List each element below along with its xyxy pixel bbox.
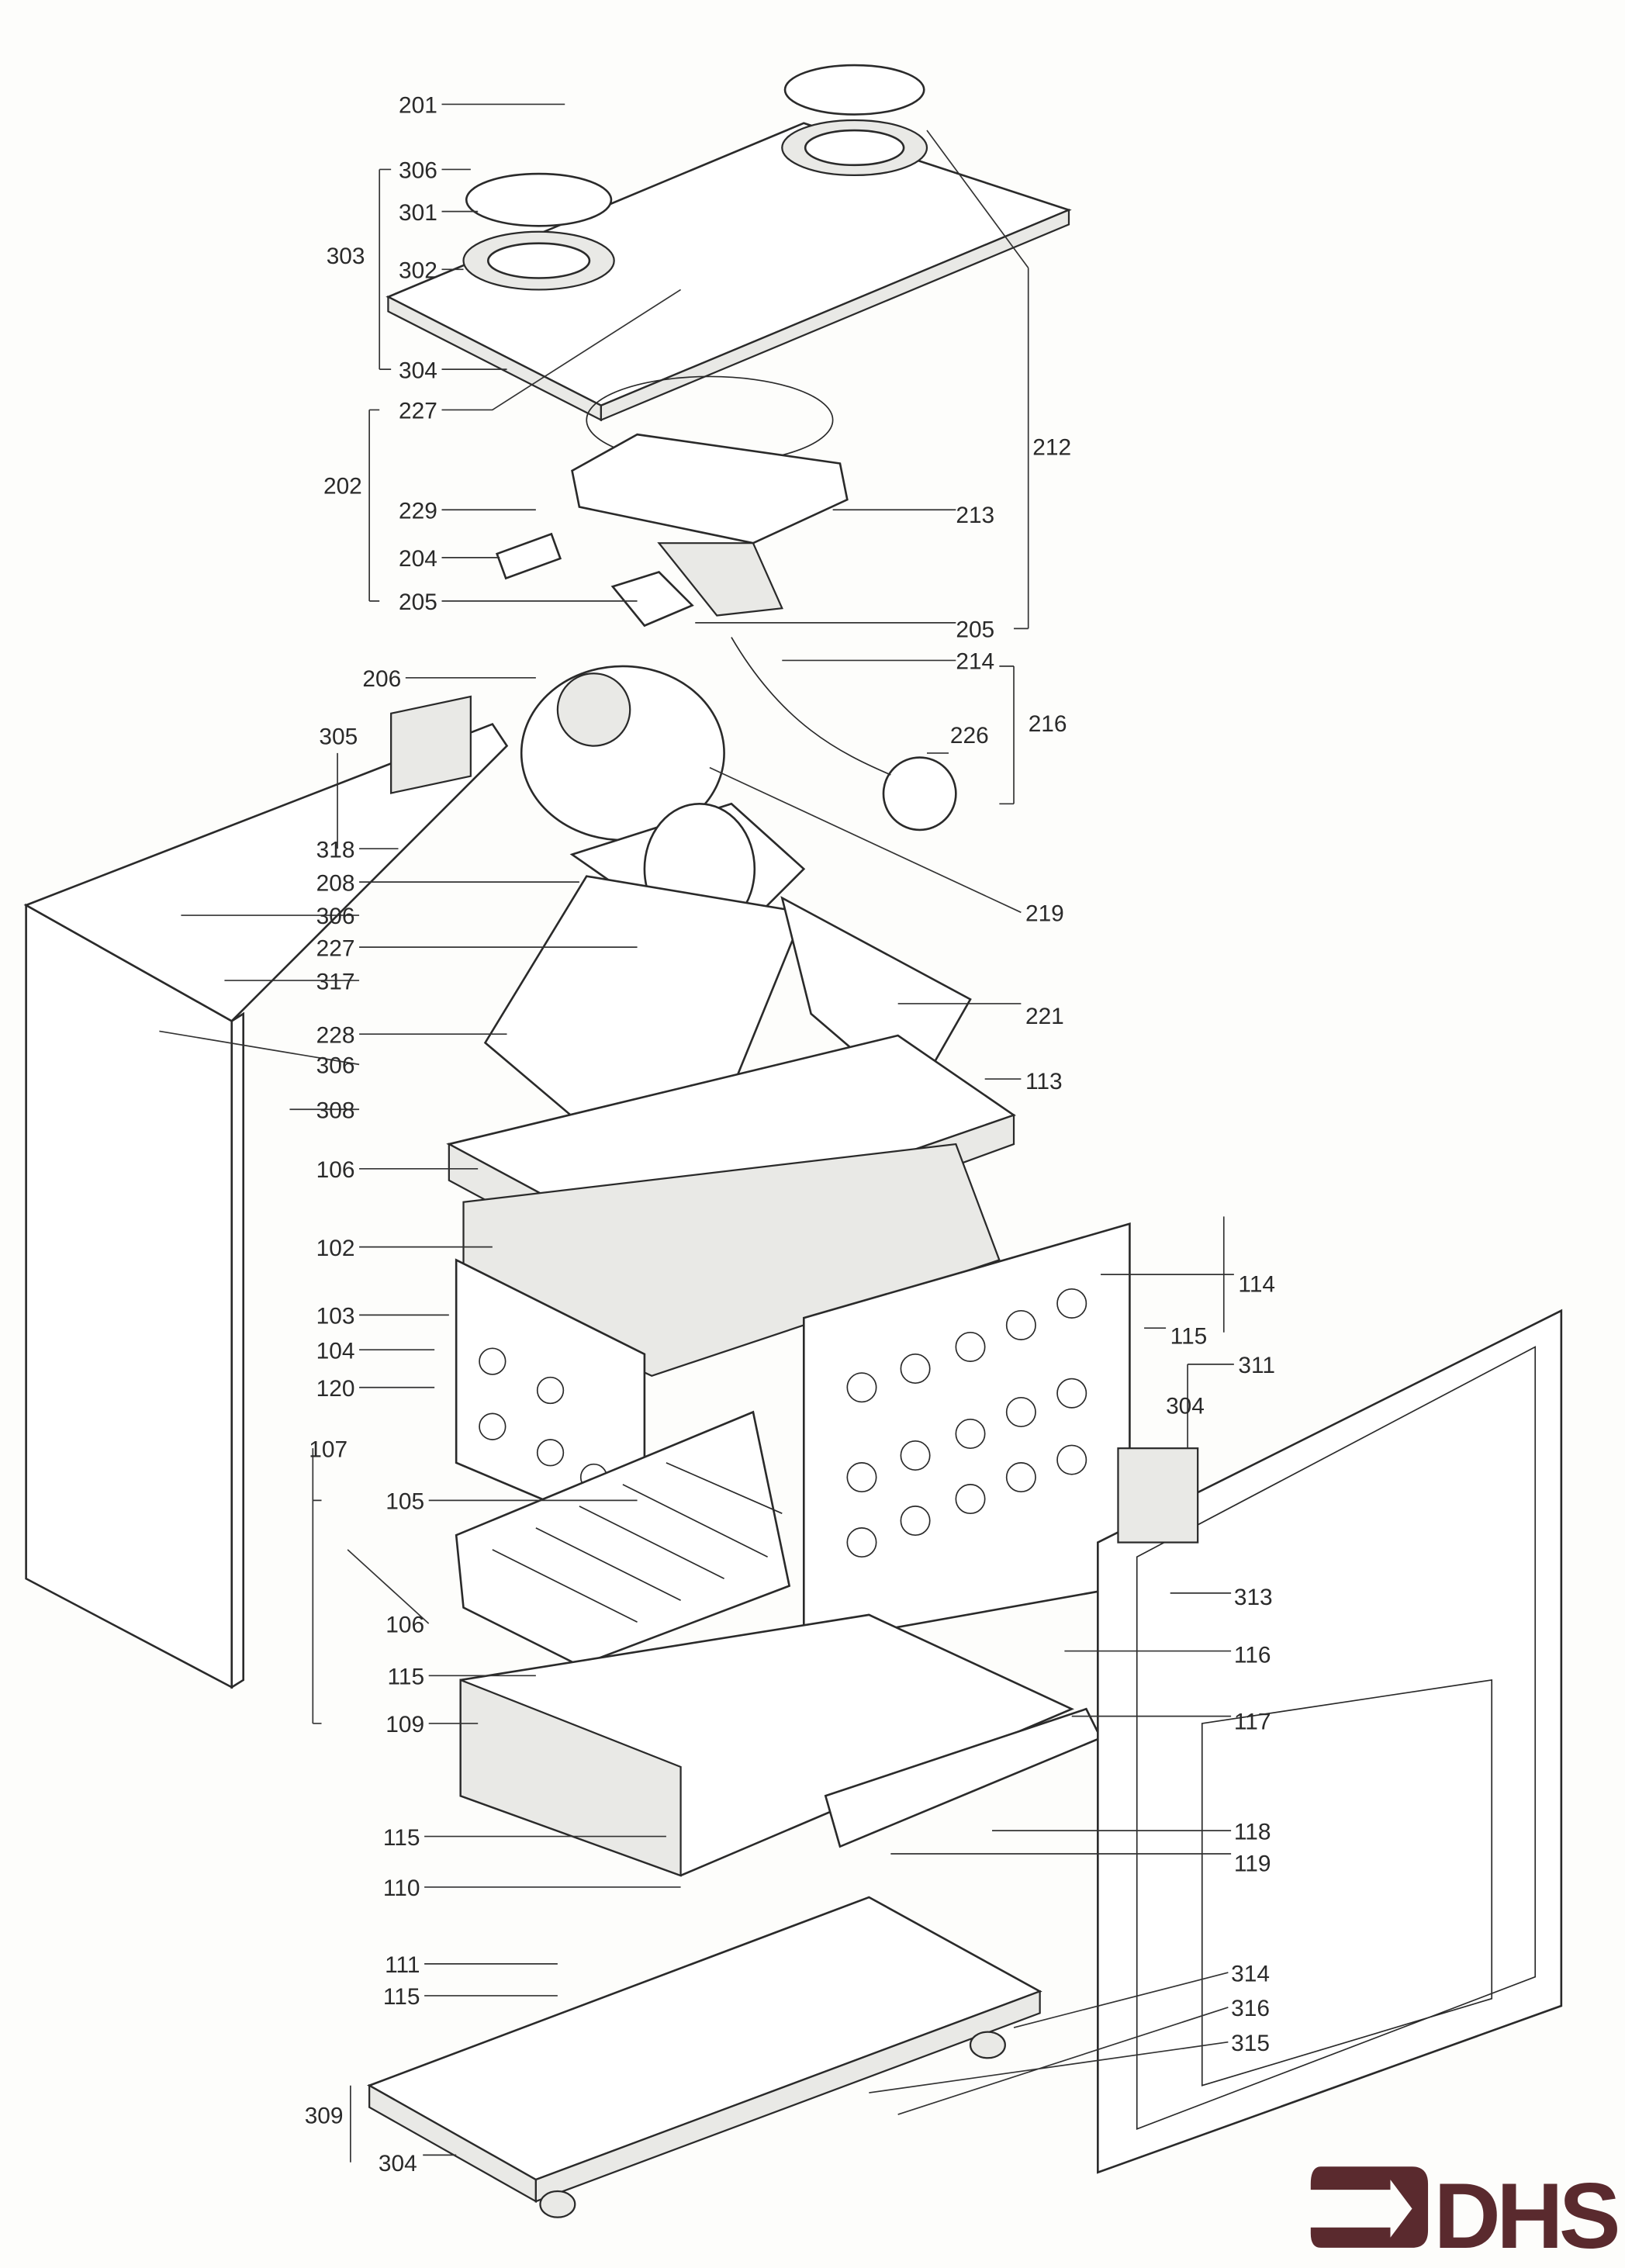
label: 102 [316, 1236, 355, 1261]
label: 221 [1025, 1004, 1064, 1029]
label: 316 [1231, 1996, 1270, 2021]
dhs-logo: DHS [1310, 2165, 1622, 2268]
logo-text: DHS [1434, 2165, 1618, 2268]
label: 306 [316, 904, 355, 929]
label: 204 [399, 546, 437, 572]
fan-housing [496, 375, 849, 628]
label: 302 [399, 258, 437, 283]
label: 309 [305, 2103, 344, 2128]
label: 104 [316, 1338, 355, 1364]
combustion-chamber-holes [479, 1288, 1087, 1558]
label: 306 [399, 158, 437, 184]
label: 314 [1231, 1961, 1270, 1986]
label: 105 [386, 1489, 424, 1515]
label: 205 [399, 589, 437, 615]
part-labels-right: 212 213 205 214 216 226 219 221 113 114 … [950, 434, 1275, 2056]
side-panel [23, 695, 509, 1689]
label: 305 [319, 724, 358, 750]
label: 208 [316, 870, 355, 896]
label: 110 [383, 1876, 420, 1901]
label: 303 [327, 244, 365, 269]
label: 306 [316, 1053, 355, 1079]
base-tray [367, 1896, 1042, 2218]
label: 202 [323, 474, 362, 500]
label: 301 [399, 200, 437, 226]
label: 216 [1029, 711, 1067, 737]
label: 318 [316, 837, 355, 863]
label: 214 [956, 649, 994, 675]
burner [455, 1410, 791, 1667]
label: 111 [385, 1952, 420, 1978]
label: 118 [1234, 1819, 1271, 1844]
door-seal-304 [1117, 1447, 1199, 1544]
label: 201 [399, 93, 437, 119]
label: 106 [386, 1612, 424, 1637]
front-door [1097, 1309, 1563, 2174]
label: 213 [956, 503, 994, 528]
label: 114 [1238, 1272, 1275, 1298]
label: 109 [386, 1712, 424, 1737]
label: 115 [383, 1825, 420, 1851]
label: 308 [316, 1098, 355, 1123]
gasket-301 [465, 172, 613, 227]
combustion-chamber [455, 1143, 1131, 1645]
label: 227 [399, 399, 437, 424]
label: 103 [316, 1304, 355, 1329]
label: 226 [950, 723, 989, 749]
label: 116 [1234, 1643, 1271, 1668]
label: 205 [956, 617, 994, 643]
label: 119 [1234, 1851, 1271, 1876]
label: 219 [1025, 901, 1064, 927]
burner-tray [459, 1613, 1102, 1877]
arrow-logo-icon [1310, 2166, 1429, 2248]
part-labels: 201 306 301 302 303 304 227 202 229 204 … [305, 93, 437, 2176]
label: 115 [383, 1984, 420, 2010]
pressure-switch [731, 637, 957, 831]
label: 304 [1166, 1393, 1205, 1419]
label: 304 [399, 358, 437, 383]
label: 117 [1234, 1709, 1271, 1734]
label: 120 [316, 1376, 355, 1402]
label: 227 [316, 935, 355, 961]
label: 106 [316, 1157, 355, 1183]
label: 115 [387, 1665, 424, 1690]
label: 206 [362, 666, 401, 692]
label: 107 [309, 1437, 347, 1462]
label: 113 [1025, 1069, 1063, 1094]
flue-hood [483, 875, 972, 1124]
label: 315 [1231, 2031, 1270, 2056]
label: 313 [1234, 1585, 1273, 1610]
top-plate [386, 64, 1072, 422]
label: 115 [1170, 1324, 1208, 1350]
label: 304 [379, 2151, 417, 2176]
label: 212 [1032, 434, 1071, 460]
label: 317 [316, 969, 355, 994]
leader-lines [159, 103, 1234, 2163]
label: 229 [399, 498, 437, 524]
label: 311 [1238, 1353, 1275, 1378]
label: 228 [316, 1022, 355, 1048]
